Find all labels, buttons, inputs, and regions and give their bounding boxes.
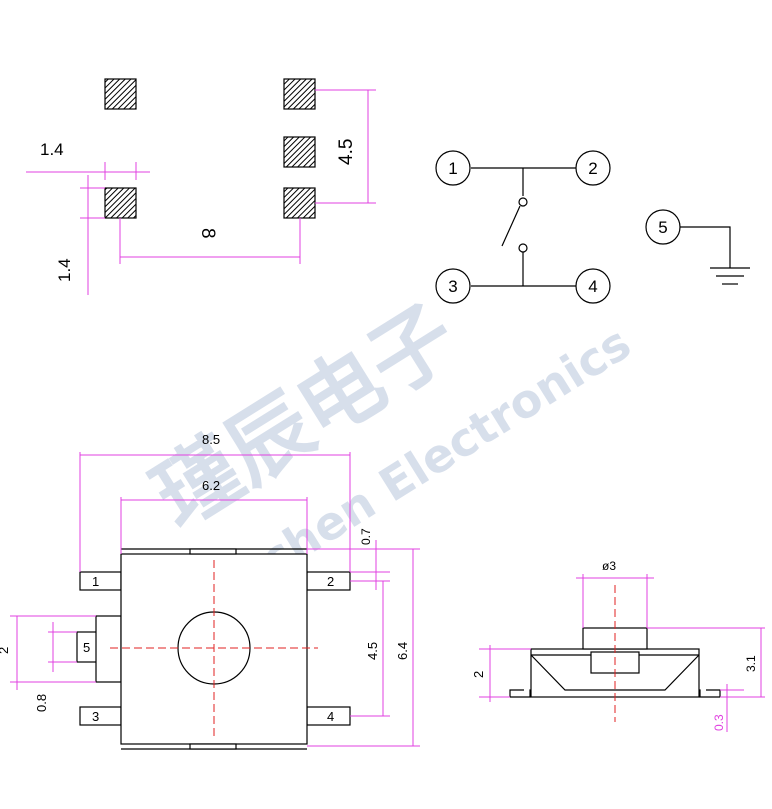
pin-2-label: 2 <box>588 159 597 178</box>
top-pin-3-label: 3 <box>92 709 99 724</box>
top-pin-1-label: 1 <box>92 574 99 589</box>
pad-size-label: 1.4 <box>40 140 64 159</box>
width-label: 8 <box>197 228 218 239</box>
side-pin-width-label: 0.8 <box>34 694 49 712</box>
overall-width-label: 8.5 <box>202 432 220 447</box>
side-view: ø3 2 3.1 0.3 <box>471 559 765 732</box>
pin-5-label: 5 <box>658 218 667 237</box>
schematic-view: 1 2 3 4 5 <box>435 150 750 304</box>
pitch-label: 4.5 <box>336 139 357 165</box>
footprint-pad <box>283 187 316 219</box>
lead-thickness-label: 0.3 <box>712 714 726 731</box>
body-width-label: 6.2 <box>202 478 220 493</box>
lead-pitch-label: 4.5 <box>365 642 380 660</box>
lead-1 <box>79 571 122 591</box>
side-pin-length-label: 2 <box>0 647 11 654</box>
footprint-pad <box>104 78 137 110</box>
footprint-pad <box>283 78 316 110</box>
footprint-pad <box>104 187 137 219</box>
footprint-pad <box>283 136 316 168</box>
pin-4-label: 4 <box>588 277 597 296</box>
lead-offset-label: 0.7 <box>359 528 373 545</box>
top-pin-4-label: 4 <box>327 709 334 724</box>
total-height-label: 3.1 <box>744 655 758 672</box>
ground-symbol-icon <box>710 267 750 285</box>
actuator-diameter-label: ø3 <box>602 559 616 573</box>
top-view: 1 2 3 4 5 8.5 6.2 0.7 4.5 6.4 2 <box>0 432 420 750</box>
footprint-view: 1.4 1.4 4.5 8 <box>26 78 376 295</box>
pin-3-circle <box>435 268 471 304</box>
pin-3-label: 3 <box>448 277 457 296</box>
pin-1-circle <box>435 150 471 186</box>
pad-gap-label: 1.4 <box>55 258 74 282</box>
pin-1-label: 1 <box>448 159 457 178</box>
top-pin-5-label: 5 <box>83 640 90 655</box>
pin-2-circle <box>575 150 611 186</box>
pin-4-circle <box>575 268 611 304</box>
body-height-label: 6.4 <box>395 642 410 660</box>
lead-3 <box>79 706 122 726</box>
top-pin-2-label: 2 <box>327 574 334 589</box>
side-body-height-label: 2 <box>471 671 486 678</box>
